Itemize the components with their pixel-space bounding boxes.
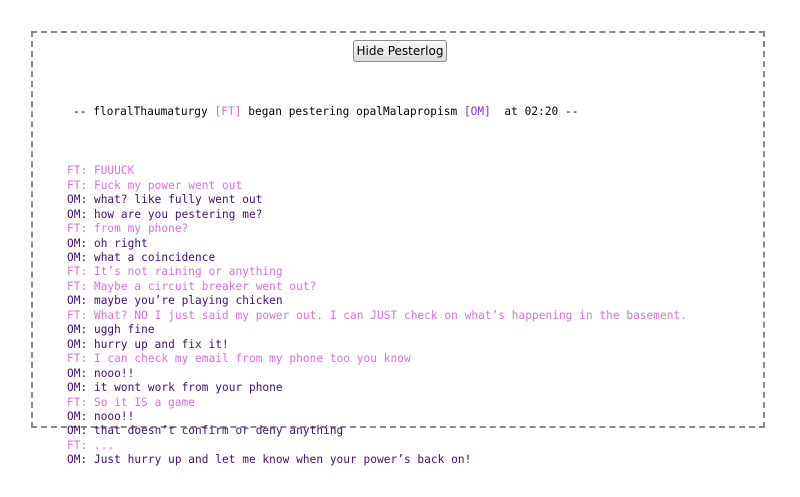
chat-line-om: OM: Just hurry up and let me know when y…	[67, 453, 472, 467]
chat-line-ft: FT: Maybe a circuit breaker went out?	[67, 279, 317, 293]
chat-line-om: OM: oh right	[67, 236, 148, 250]
chat-line-om: OM: hurry up and fix it!	[67, 337, 229, 351]
chat-line-om: OM: nooo!!	[67, 409, 135, 423]
tag-ft: [FT]	[214, 104, 242, 118]
chat-line-ft: FT: So it IS a game	[67, 395, 196, 409]
chat-line-om: OM: what? like fully went out	[67, 193, 263, 207]
chat-line-om: OM: uggh fine	[67, 323, 155, 337]
pesterlog-box: Hide Pesterlog -- floralThaumaturgy [FT]…	[31, 31, 765, 466]
chat-line-om: OM: nooo!!	[67, 366, 135, 380]
pester-header: -- floralThaumaturgy [FT] began pesterin…	[73, 105, 757, 119]
hide-pesterlog-button[interactable]: Hide Pesterlog	[353, 40, 447, 62]
chat-line-om: OM: that doesn’t confirm or deny anythin…	[67, 424, 344, 438]
chat-line-ft: FT: It’s not raining or anything	[67, 265, 283, 279]
handle-floral: floralThaumaturgy	[93, 104, 208, 118]
header-time: at 02:20 --	[490, 104, 579, 118]
chat-line-om: OM: what a coincidence	[67, 250, 216, 264]
chat-line-ft: FT: Fuck my power went out	[67, 178, 243, 192]
tag-om: [OM]	[463, 104, 491, 118]
chat-line-ft: FT: What? NO I just said my power out. I…	[67, 308, 687, 322]
chat-line-ft: FT: FUUUCK	[67, 164, 135, 178]
handle-opal: opalMalapropism	[356, 104, 458, 118]
chat-line-om: OM: it wont work from your phone	[67, 381, 283, 395]
pesterlog-content: -- floralThaumaturgy [FT] began pesterin…	[67, 72, 757, 497]
chat-line-ft: FT: from my phone?	[67, 222, 189, 236]
header-prefix: --	[73, 104, 94, 118]
chat-line-ft: FT: I can check my email from my phone t…	[67, 352, 411, 366]
header-verb: began pestering	[241, 104, 357, 118]
chat-line-om: OM: how are you pestering me?	[67, 207, 263, 221]
chat-line-ft: FT: ...	[67, 438, 115, 452]
chat-line-om: OM: maybe you’re playing chicken	[67, 294, 283, 308]
